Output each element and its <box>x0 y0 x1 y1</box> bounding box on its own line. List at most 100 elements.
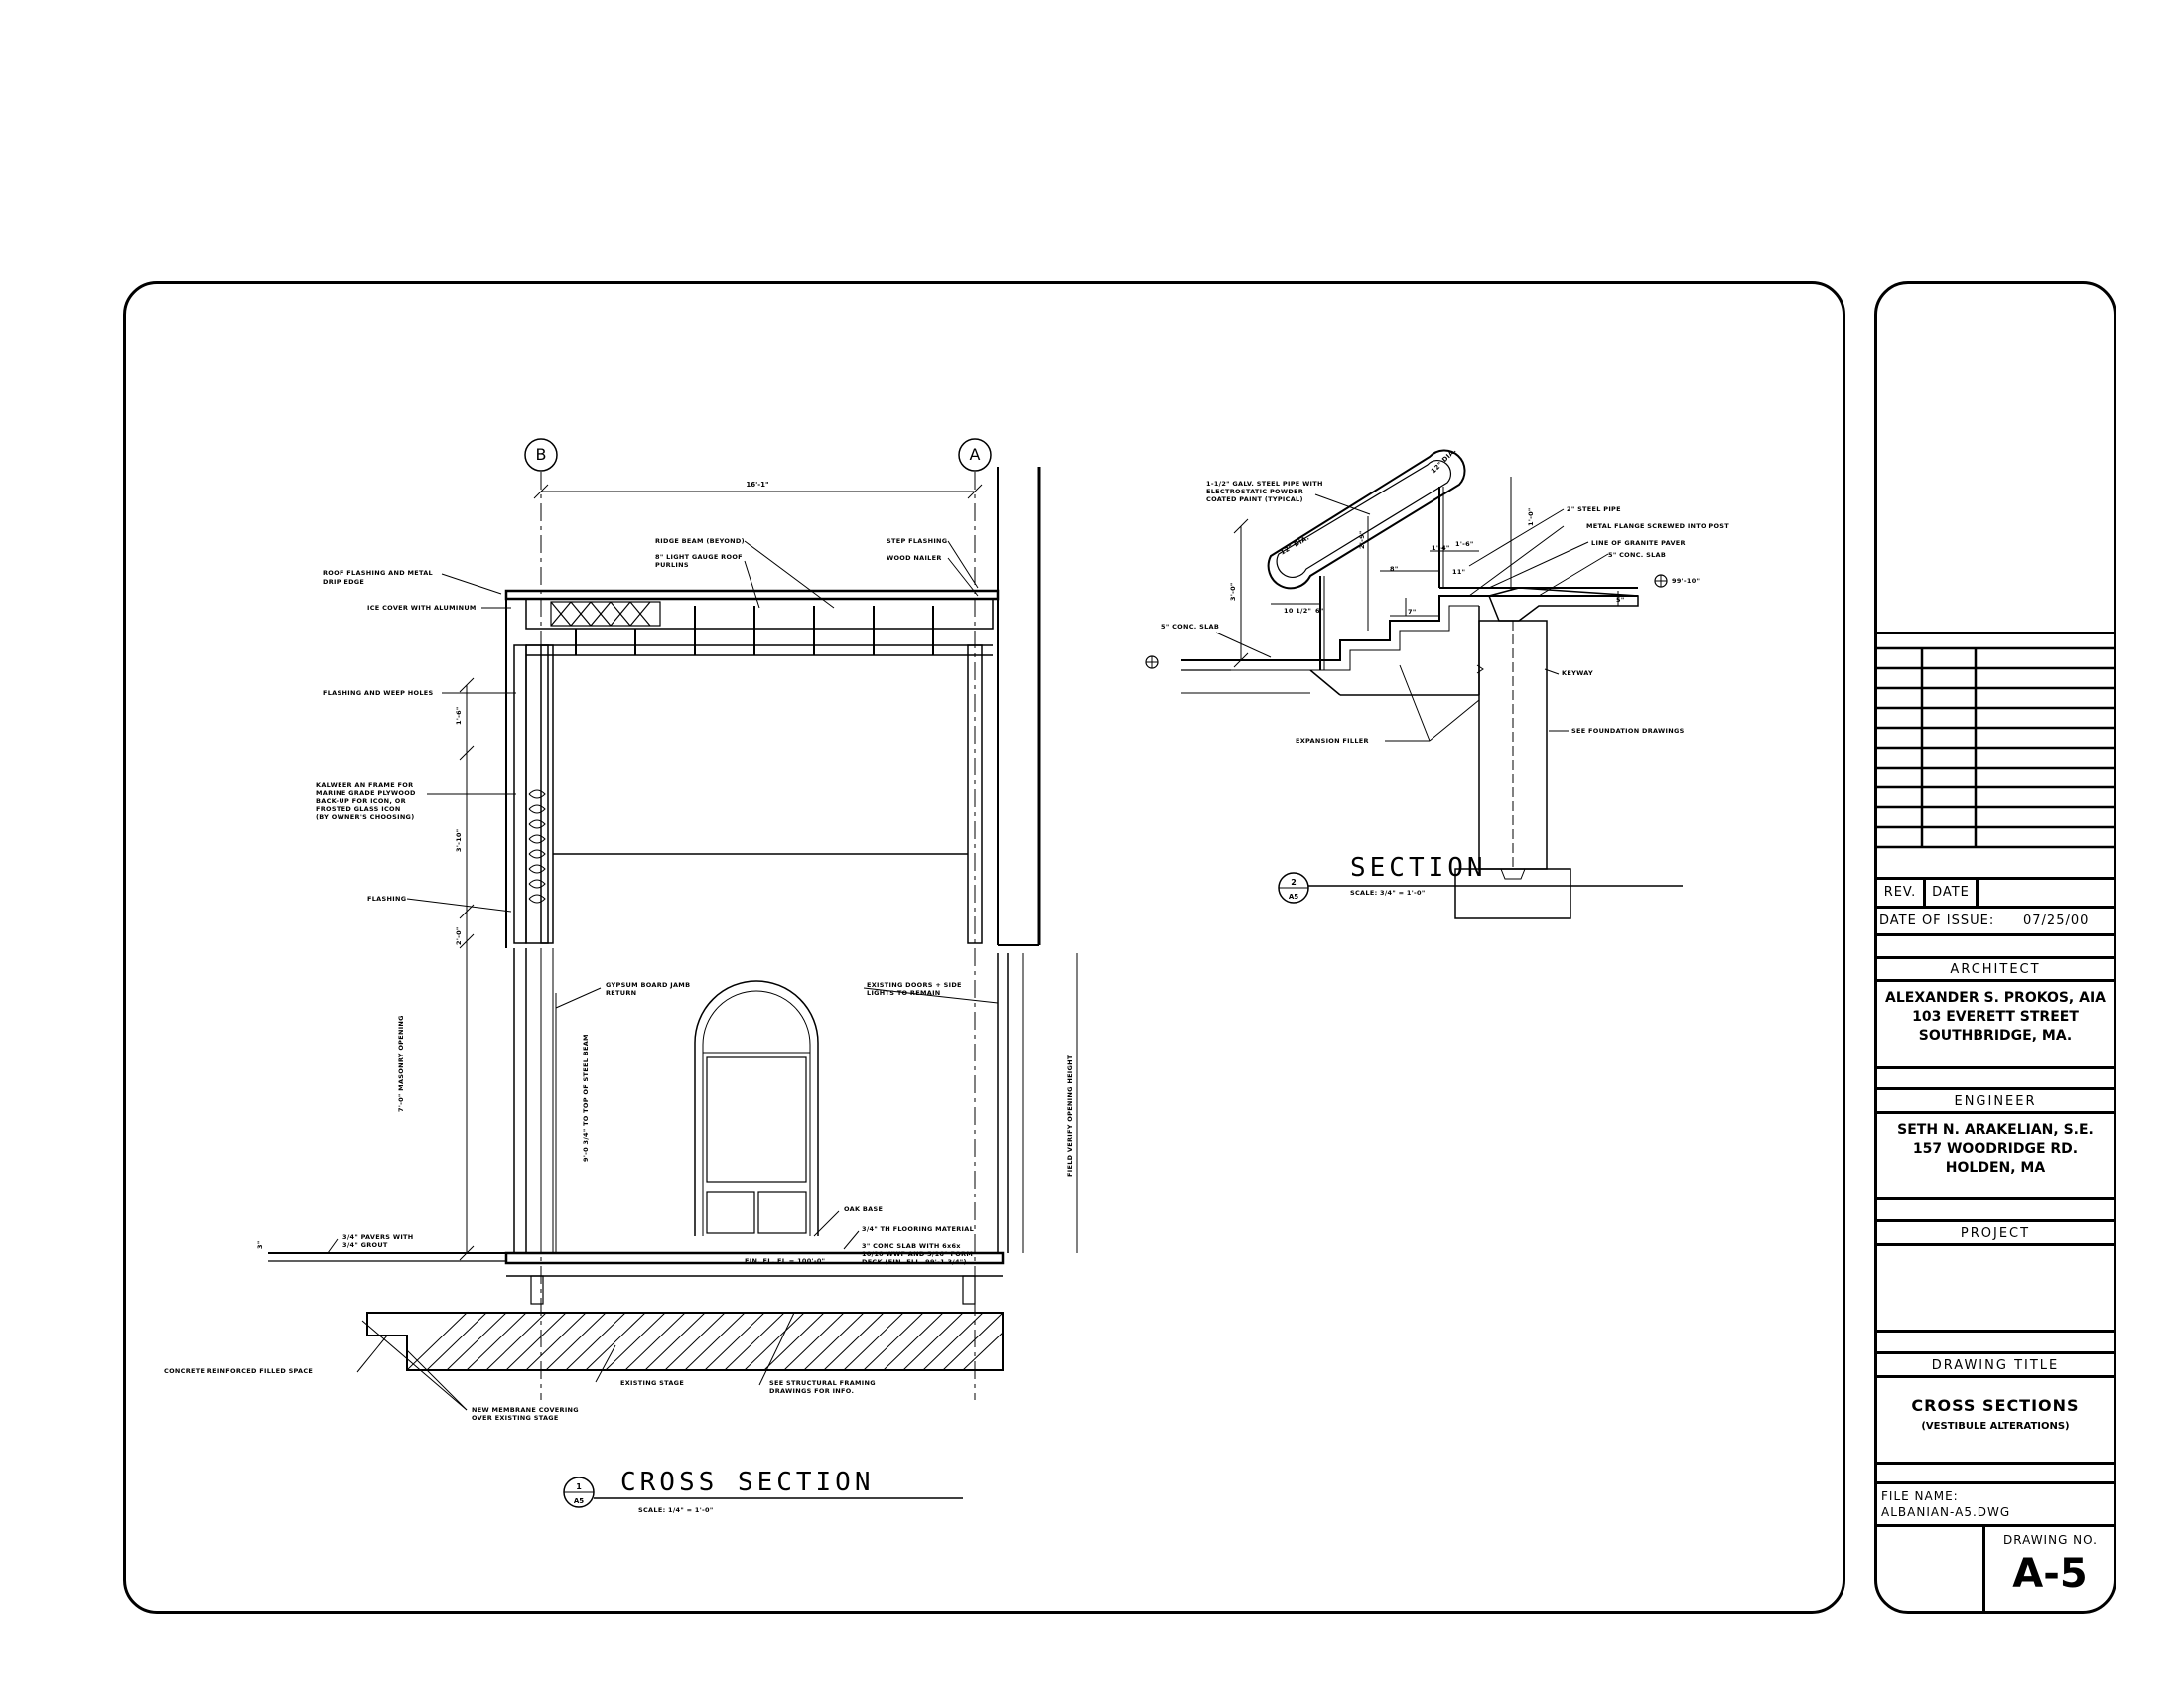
note-roof-flashing: ROOF FLASHING AND METAL <box>323 569 433 577</box>
dim-field-verify: FIELD VERIFY OPENING HEIGHT <box>1066 1055 1074 1177</box>
note-conc-slab-3: DECK (FIN. ELL. 99'-1 3/4") <box>862 1258 967 1266</box>
dim-masonry-opening: 7'-0" MASONRY OPENING <box>397 1015 405 1112</box>
engineer-label: ENGINEER <box>1954 1094 2037 1109</box>
note-ice-cover: ICE COVER WITH ALUMINUM <box>367 604 477 612</box>
note-existing-stage: EXISTING STAGE <box>620 1379 685 1387</box>
note-pavers-2: 3/4" GROUT <box>342 1241 388 1249</box>
date-label: DATE <box>1932 885 1970 900</box>
drawing-frame <box>123 281 1845 1614</box>
file-name-label: FILE NAME: <box>1881 1489 1959 1503</box>
issue-date: 07/25/00 <box>2023 914 2090 928</box>
elev-99-10: 99'-10" <box>1672 577 1701 585</box>
note-oak-base: OAK BASE <box>844 1205 884 1213</box>
section-detail-num: 2 <box>1291 878 1297 887</box>
note-concrete-filled: CONCRETE REINFORCED FILLED SPACE <box>164 1367 314 1375</box>
note-step-flashing: STEP FLASHING <box>887 537 948 545</box>
note-foundation: SEE FOUNDATION DRAWINGS <box>1571 727 1685 735</box>
revision-grid <box>1874 646 2116 849</box>
stair-section-drawing: 2 A5 <box>1145 449 1683 919</box>
dim-3: 3" <box>256 1240 264 1249</box>
note-conc-slab-1: 3" CONC SLAB WITH 6x6x <box>862 1242 961 1250</box>
issue-label: DATE OF ISSUE: <box>1879 914 1995 928</box>
grid-label-b: B <box>536 445 547 464</box>
note-light-gauge-1: 8" LIGHT GAUGE ROOF <box>655 553 743 561</box>
dim-2-0: 2'-0" <box>455 926 463 945</box>
span-dimension: 16'-1" <box>746 481 768 489</box>
dim-2-9: 2'-9" <box>1358 530 1366 549</box>
note-steel-pipe: 2" STEEL PIPE <box>1567 505 1621 513</box>
note-membrane-2: OVER EXISTING STAGE <box>472 1414 559 1422</box>
engineer-box <box>1874 1087 2116 1200</box>
dim-11: 11" <box>1452 568 1466 576</box>
dim-3-10: 3'-10" <box>455 828 463 852</box>
architect-label: ARCHITECT <box>1950 962 2041 977</box>
note-frame-4: FROSTED GLASS ICON <box>316 805 401 813</box>
drawing-subtitle: (VESTIBULE ALTERATIONS) <box>1921 1421 2070 1432</box>
note-pavers-1: 3/4" PAVERS WITH <box>342 1233 414 1241</box>
note-pipe-2: ELECTROSTATIC POWDER <box>1206 488 1304 495</box>
note-conc-slab-2: 10/10 WWF AND 5/16" FORM <box>862 1250 974 1258</box>
file-name: ALBANIAN-A5.DWG <box>1881 1505 2011 1519</box>
drawing-number: A-5 <box>2012 1551 2088 1597</box>
note-flashing: FLASHING <box>367 895 407 903</box>
note-ridge-beam: RIDGE BEAM (BEYOND) <box>655 537 745 545</box>
architect-address-2: SOUTHBRIDGE, MA. <box>1918 1028 2073 1044</box>
note-granite: LINE OF GRANITE PAVER <box>1591 539 1686 547</box>
note-pipe-3: COATED PAINT (TYPICAL) <box>1206 495 1303 503</box>
note-existing-doors-1: EXISTING DOORS + SIDE <box>867 981 962 989</box>
cross-section-title: CROSS SECTION <box>620 1468 875 1497</box>
dim-1-0: 1'-0" <box>1527 507 1535 526</box>
note-frame-2: MARINE GRADE PLYWOOD <box>316 789 416 797</box>
note-frame-3: BACK-UP FOR ICON, OR <box>316 797 406 805</box>
note-gypsum-1: GYPSUM BOARD JAMB <box>606 981 691 989</box>
dim-1-6-section: 1'-6" <box>1455 540 1474 548</box>
note-drip-edge: DRIP EDGE <box>323 578 365 586</box>
grid-label-a: A <box>970 445 981 464</box>
dim-7: 7" <box>1408 608 1417 616</box>
project-label: PROJECT <box>1960 1226 2031 1241</box>
note-flooring: 3/4" TH FLOORING MATERIAL <box>862 1225 975 1233</box>
note-wood-nailer: WOOD NAILER <box>887 554 942 562</box>
note-structural-1: SEE STRUCTURAL FRAMING <box>769 1379 876 1387</box>
cross-section-sheet-ref: A5 <box>574 1497 584 1505</box>
note-membrane-1: NEW MEMBRANE COVERING <box>472 1406 579 1414</box>
note-conc-slab-5: 5" CONC. SLAB <box>1608 551 1667 559</box>
drawing-title-label: DRAWING TITLE <box>1931 1358 2060 1373</box>
title-block-frame <box>1874 281 2116 1614</box>
architect-box <box>1874 956 2116 1069</box>
cross-section-detail-num: 1 <box>576 1482 582 1491</box>
drawing-title-box <box>1874 1351 2116 1465</box>
cross-section-drawing: B A 16'-1" 1 A5 <box>268 438 1078 1508</box>
dim-5: 5" <box>1616 596 1625 604</box>
note-expansion: EXPANSION FILLER <box>1296 737 1369 745</box>
note-conc-slab-5b: 5" CONC. SLAB <box>1161 623 1220 631</box>
dim-3-0: 3'-0" <box>1229 582 1237 601</box>
section-sheet-ref: A5 <box>1289 893 1298 901</box>
drawing-title: CROSS SECTIONS <box>1911 1396 2080 1415</box>
dim-6: 6" <box>1315 607 1324 615</box>
note-keyway: KEYWAY <box>1562 669 1593 677</box>
architect-name: ALEXANDER S. PROKOS, AIA <box>1885 990 2106 1006</box>
cross-section-scale: SCALE: 1/4" = 1'-0" <box>638 1506 714 1514</box>
note-gypsum-2: RETURN <box>606 989 637 997</box>
note-flashing-weep: FLASHING AND WEEP HOLES <box>323 689 434 697</box>
dim-10: 10 1/2" <box>1284 607 1312 615</box>
rev-label: REV. <box>1883 885 1917 900</box>
note-fin-fl: FIN. FL. EL = 100'-0" <box>745 1257 826 1265</box>
section-scale: SCALE: 3/4" = 1'-0" <box>1350 889 1426 897</box>
note-existing-doors-2: LIGHTS TO REMAIN <box>867 989 941 997</box>
engineer-address-2: HOLDEN, MA <box>1945 1160 2046 1176</box>
architect-address-1: 103 EVERETT STREET <box>1912 1009 2079 1025</box>
note-frame-5: (BY OWNER'S CHOOSING) <box>316 813 415 821</box>
drawing-no-label: DRAWING NO. <box>2003 1533 2098 1547</box>
note-frame-1: KALWEER AN FRAME FOR <box>316 781 414 789</box>
note-metal-flange: METAL FLANGE SCREWED INTO POST <box>1586 522 1730 530</box>
note-structural-2: DRAWINGS FOR INFO. <box>769 1387 855 1395</box>
engineer-address-1: 157 WOODRIDGE RD. <box>1912 1141 2079 1157</box>
dim-1-4: 1'-4" <box>1432 544 1450 552</box>
engineer-name: SETH N. ARAKELIAN, S.E. <box>1897 1122 2094 1138</box>
dim-steel-beam: 9'-0 3/4" TO TOP OF STEEL BEAM <box>582 1034 590 1162</box>
note-pipe-1: 1-1/2" GALV. STEEL PIPE WITH <box>1206 480 1323 488</box>
note-light-gauge-2: PURLINS <box>655 561 689 569</box>
grid-bubble-a <box>958 438 992 472</box>
